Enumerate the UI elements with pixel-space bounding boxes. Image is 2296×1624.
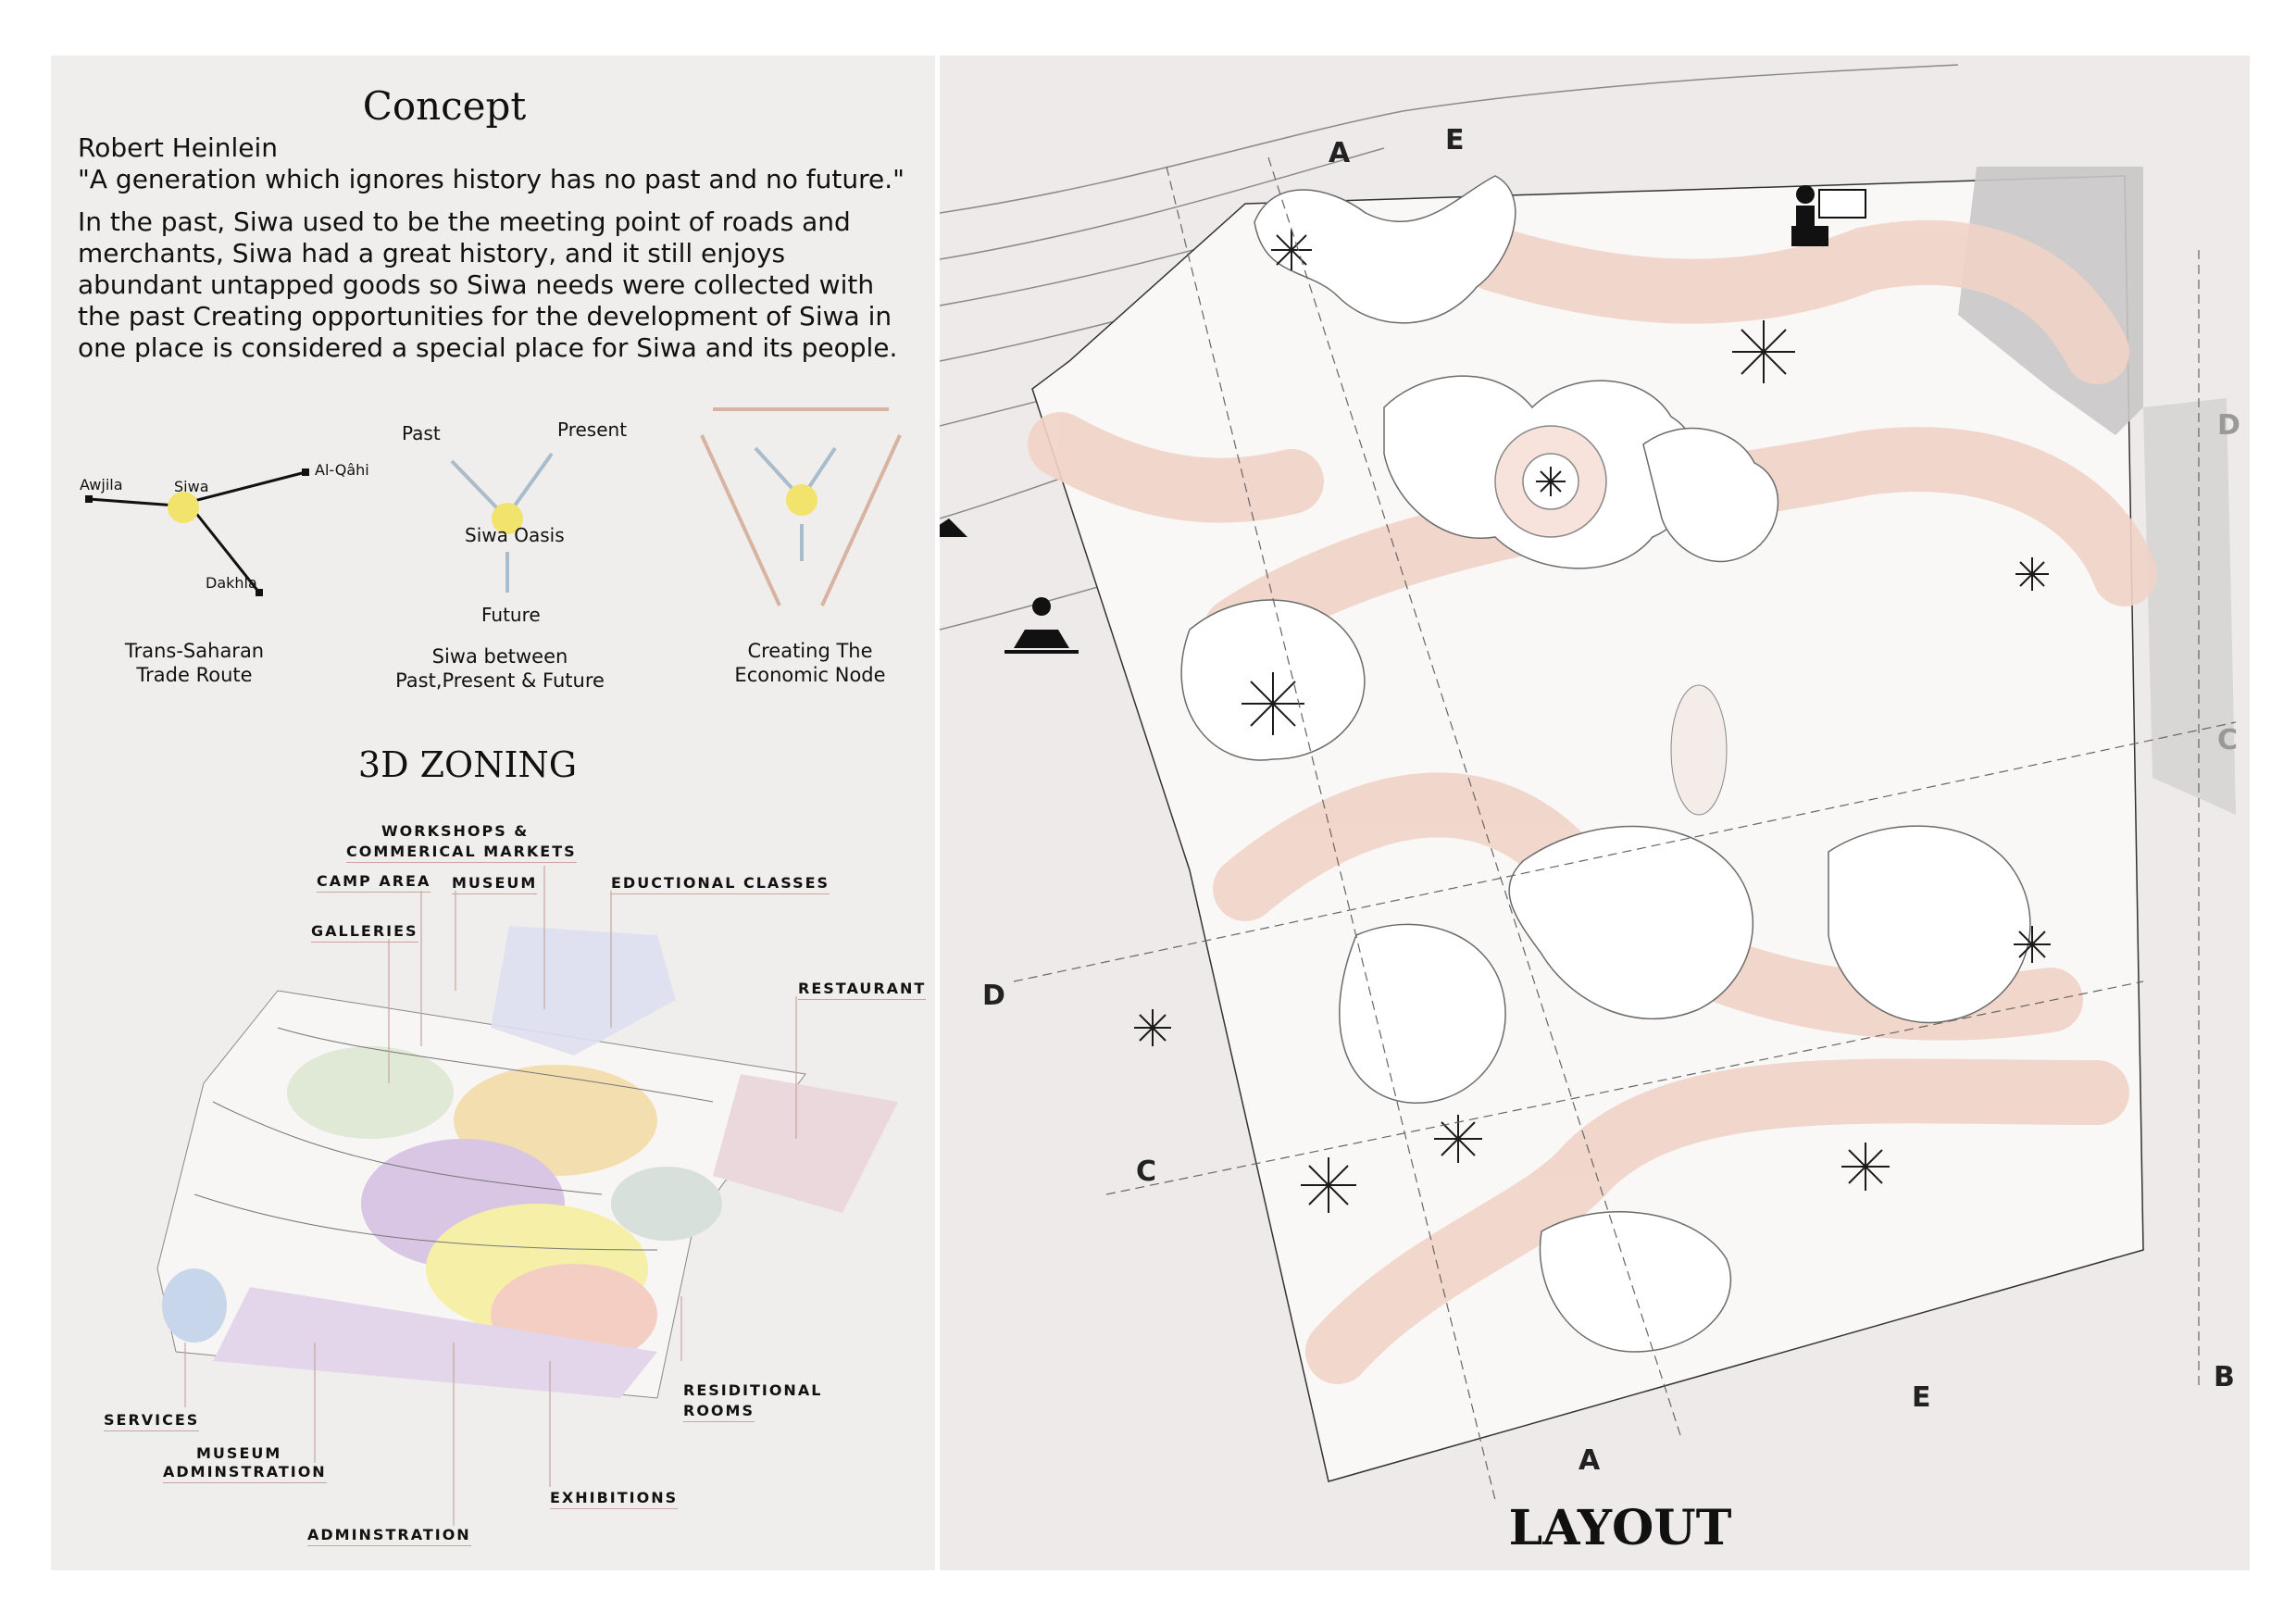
trade-route-diagram [85,468,309,596]
time-caption-line-2: Past,Present & Future [395,669,605,692]
zone-label-rooms: ROOMS [683,1402,755,1422]
route-caption: Trans-Saharan Trade Route [74,639,315,687]
zone-label-markets: COMMERICAL MARKETS [346,843,577,863]
node-caption-line-1: Creating The [747,640,873,662]
section-label-a-top: A [1329,137,1351,169]
concept-line-3: abundant untapped goods so Siwa needs we… [78,269,875,300]
section-label-c-left: C [1136,1156,1157,1188]
section-label-a-bottom: A [1578,1444,1601,1477]
time-caption-line-1: Siwa between [431,645,568,668]
zone-label-galleries: GALLERIES [311,922,418,943]
section-label-d-left: D [982,980,1005,1012]
economic-node-diagram [700,407,902,606]
route-label-alqahi: Al-Qâhi [315,461,369,479]
time-future-label: Future [481,604,541,626]
route-caption-line-1: Trans-Saharan [124,640,265,662]
section-label-d-right: D [2217,409,2240,442]
site-plan [940,64,2237,1501]
zone-label-services: SERVICES [104,1411,200,1431]
concept-title: Concept [362,83,527,129]
zone-label-restaurant: RESTAURANT [798,980,927,1000]
time-past-label: Past [402,422,441,444]
concept-line-2: merchants, Siwa had a great history, and… [78,238,786,269]
zone-label-administration: ADMINSTRATION [307,1526,471,1546]
zone-label-workshops: WORKSHOPS & [381,822,530,840]
node-caption-line-2: Economic Node [734,664,886,686]
section-label-e-top: E [1445,124,1465,156]
route-label-dakhla: Dakhla [206,574,257,592]
layout-title: LAYOUT [1508,1500,1732,1556]
concept-line-4: the past Creating opportunities for the … [78,301,892,331]
route-label-awjila: Awjila [80,476,123,493]
zoning-title: 3D ZONING [357,744,578,785]
section-label-e-bottom: E [1912,1381,1931,1414]
layout-panel: A E D C D C B E A [940,56,2250,1570]
zone-label-museum-admin-2: ADMINSTRATION [163,1463,327,1483]
node-caption: Creating The Economic Node [690,639,930,687]
concept-line-1: In the past, Siwa used to be the meeting… [78,206,851,237]
concept-quote: "A generation which ignores history has … [78,164,905,194]
route-caption-line-2: Trade Route [136,664,253,686]
zoning-axonometric [156,926,898,1399]
section-label-c-right: C [2217,724,2239,756]
zone-label-museum: MUSEUM [452,874,538,894]
zoning-leader-lines [184,866,797,1526]
section-label-b-bottom: B [2214,1361,2235,1393]
zone-label-residential: RESIDITIONAL [683,1381,823,1399]
zone-label-camp: CAMP AREA [317,872,431,893]
time-caption: Siwa between Past,Present & Future [370,644,630,693]
time-diagram [450,452,554,593]
zone-label-museum-admin-1: MUSEUM [196,1444,282,1462]
zone-label-exhibitions: EXHIBITIONS [550,1489,679,1509]
zone-label-classes: EDUCTIONAL CLASSES [611,874,830,894]
concept-author: Robert Heinlein [78,132,279,163]
time-present-label: Present [557,418,628,441]
concept-line-5: one place is considered a special place … [78,332,898,363]
time-center-label: Siwa Oasis [465,524,565,546]
siwa-sun [168,492,199,523]
parking-area-2 [2143,398,2236,815]
route-label-siwa: Siwa [174,478,209,495]
